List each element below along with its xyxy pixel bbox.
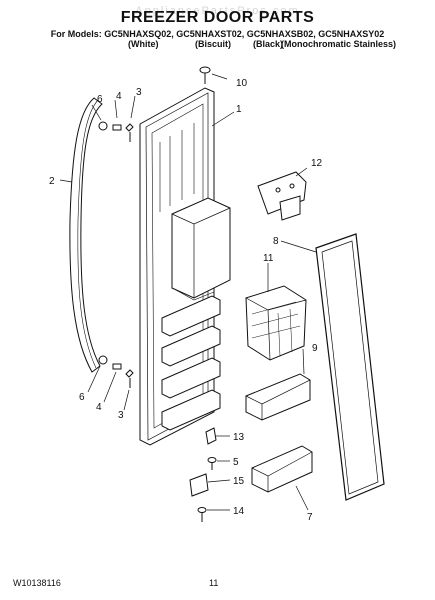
lower-bin-part: [251, 445, 313, 493]
callout-15: 15: [233, 476, 245, 487]
color-stainless: (Monochromatic Stainless): [281, 39, 397, 49]
callout-3-bottom: 3: [118, 410, 124, 421]
callout-7: 7: [307, 512, 313, 523]
callout-3-top: 3: [136, 87, 142, 98]
color-black: (Black): [253, 39, 284, 49]
door-gasket-part: [315, 233, 385, 501]
callout-14: 14: [233, 506, 245, 517]
callout-4-top: 4: [116, 91, 122, 102]
callout-12: 12: [311, 158, 323, 169]
door-bin-part: [245, 373, 311, 421]
page-number: 11: [209, 578, 219, 588]
door-shelves: [161, 295, 221, 431]
leader-lines: [59, 73, 317, 511]
watermark: AppliancePartsPros.com: [135, 5, 300, 17]
bracket-part: [257, 171, 307, 221]
callout-9: 9: [312, 343, 318, 354]
document-number: W10138116: [13, 578, 61, 588]
top-screw-part: [199, 66, 211, 84]
callout-10: 10: [236, 78, 248, 89]
callout-8: 8: [273, 236, 279, 247]
callout-2: 2: [49, 176, 55, 187]
callout-13: 13: [233, 432, 245, 443]
callout-6-bottom: 6: [79, 392, 85, 403]
model-list: For Models: GC5NHAXSQ02, GC5NHAXST02, GC…: [50, 29, 385, 39]
handle-mount-top: [98, 121, 134, 142]
page-title: FREEZER DOOR PARTS: [120, 9, 315, 26]
callout-4-bottom: 4: [96, 402, 102, 413]
door-handle-part: [69, 97, 103, 373]
dispenser-housing: [171, 197, 231, 301]
handle-mount-bottom: [98, 355, 134, 388]
ice-basket-part: [245, 285, 307, 361]
callout-labels: 10 1 6 4 3 2 12 8 11 9 6 4 3 13 5 15 14 …: [49, 78, 323, 523]
callout-1: 1: [236, 104, 242, 115]
callout-11: 11: [263, 253, 274, 264]
color-white: (White): [128, 39, 159, 49]
callout-6-top: 6: [97, 94, 103, 105]
callout-5: 5: [233, 457, 239, 468]
color-biscuit: (Biscuit): [195, 39, 231, 49]
small-hardware-parts: [189, 427, 217, 522]
